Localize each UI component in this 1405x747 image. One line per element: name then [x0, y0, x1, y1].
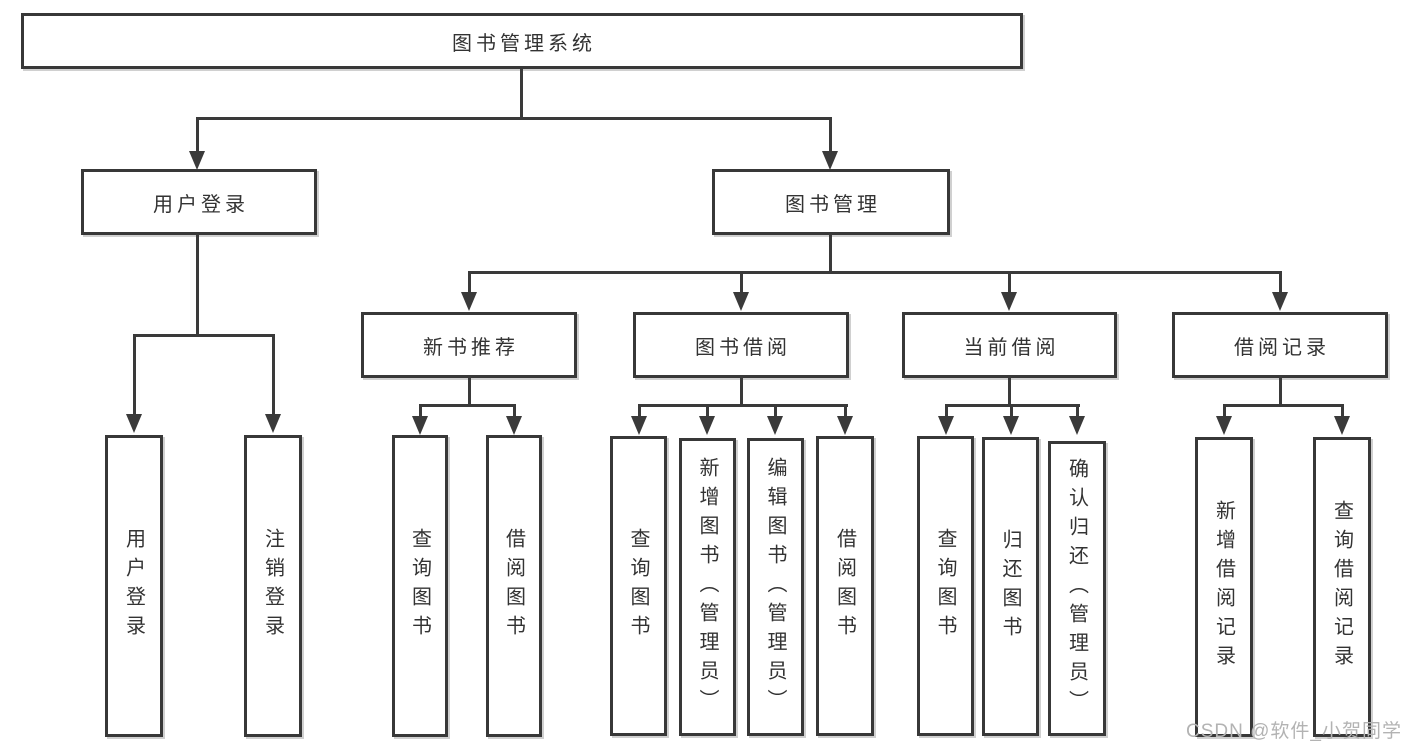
connector-shaft [468, 271, 471, 294]
arrow-down-icon [822, 151, 838, 170]
leaf-borrow-books: 借阅图书 [816, 436, 874, 736]
node-user-login: 用户登录 [81, 169, 317, 235]
leaf-confirm-return-admin: 确认归还（管理员） [1048, 441, 1106, 736]
connector-shaft [1223, 404, 1226, 418]
arrow-down-icon [767, 416, 783, 435]
connector-stub [740, 376, 743, 405]
leaf-user-login: 用户登录 [105, 435, 163, 737]
connector-shaft [844, 404, 847, 418]
leaf-query-borrow-record: 查询借阅记录 [1313, 437, 1371, 737]
leaf-query-books: 查询图书 [917, 436, 974, 736]
connector-level2-rail [196, 117, 832, 120]
connector-shaft [133, 334, 136, 415]
arrow-down-icon [412, 416, 428, 435]
arrow-down-icon [461, 292, 477, 311]
connector-rail [1223, 404, 1344, 407]
node-borrowing-records: 借阅记录 [1172, 312, 1388, 378]
leaf-return-books: 归还图书 [982, 437, 1039, 736]
connector-rail [133, 334, 275, 337]
connector-shaft [272, 334, 275, 415]
connector-shaft [196, 117, 199, 152]
leaf-query-books: 查询图书 [392, 435, 448, 737]
connector-shaft [774, 404, 777, 418]
connector-shaft [1279, 271, 1282, 294]
connector-shaft [419, 404, 422, 418]
leaf-query-books: 查询图书 [610, 436, 667, 736]
connector-stub [468, 376, 471, 405]
connector-stub [1279, 376, 1282, 405]
arrow-down-icon [506, 416, 522, 435]
connector-shaft [1008, 271, 1011, 294]
leaf-logout: 注销登录 [244, 435, 302, 737]
node-book-management: 图书管理 [712, 169, 950, 235]
arrow-down-icon [1216, 416, 1232, 435]
arrow-down-icon [1272, 292, 1288, 311]
connector-shaft [638, 404, 641, 418]
leaf-add-borrow-record: 新增借阅记录 [1195, 437, 1253, 737]
connector-level3-rail [468, 271, 1282, 274]
arrow-down-icon [733, 292, 749, 311]
connector-shaft [945, 404, 948, 418]
leaf-borrow-books: 借阅图书 [486, 435, 542, 737]
arrow-down-icon [126, 414, 142, 433]
arrow-down-icon [938, 416, 954, 435]
connector-stub [829, 234, 832, 272]
connector-stub [196, 234, 199, 335]
connector-stub [1008, 376, 1011, 405]
connector-shaft [1076, 404, 1079, 418]
arrow-down-icon [1003, 416, 1019, 435]
connector-root-stub [520, 69, 523, 117]
connector-shaft [740, 271, 743, 294]
node-current-borrowing: 当前借阅 [902, 312, 1117, 378]
leaf-add-book-admin: 新增图书（管理员） [679, 438, 736, 736]
arrow-down-icon [837, 416, 853, 435]
connector-shaft [706, 404, 709, 418]
connector-shaft [1010, 404, 1013, 418]
node-root: 图书管理系统 [21, 13, 1023, 69]
node-new-book-recommendation: 新书推荐 [361, 312, 577, 378]
connector-shaft [1341, 404, 1344, 418]
arrow-down-icon [699, 416, 715, 435]
arrow-down-icon [1334, 416, 1350, 435]
leaf-edit-book-admin: 编辑图书（管理员） [747, 438, 804, 736]
arrow-down-icon [265, 414, 281, 433]
arrow-down-icon [1069, 416, 1085, 435]
connector-shaft [829, 117, 832, 152]
watermark: CSDN @软件_小贺同学 [1186, 721, 1402, 742]
arrow-down-icon [1001, 292, 1017, 311]
arrow-down-icon [631, 416, 647, 435]
node-book-borrowing: 图书借阅 [633, 312, 849, 378]
connector-rail [638, 404, 848, 407]
arrow-down-icon [189, 151, 205, 170]
connector-shaft [513, 404, 516, 418]
connector-rail [419, 404, 516, 407]
